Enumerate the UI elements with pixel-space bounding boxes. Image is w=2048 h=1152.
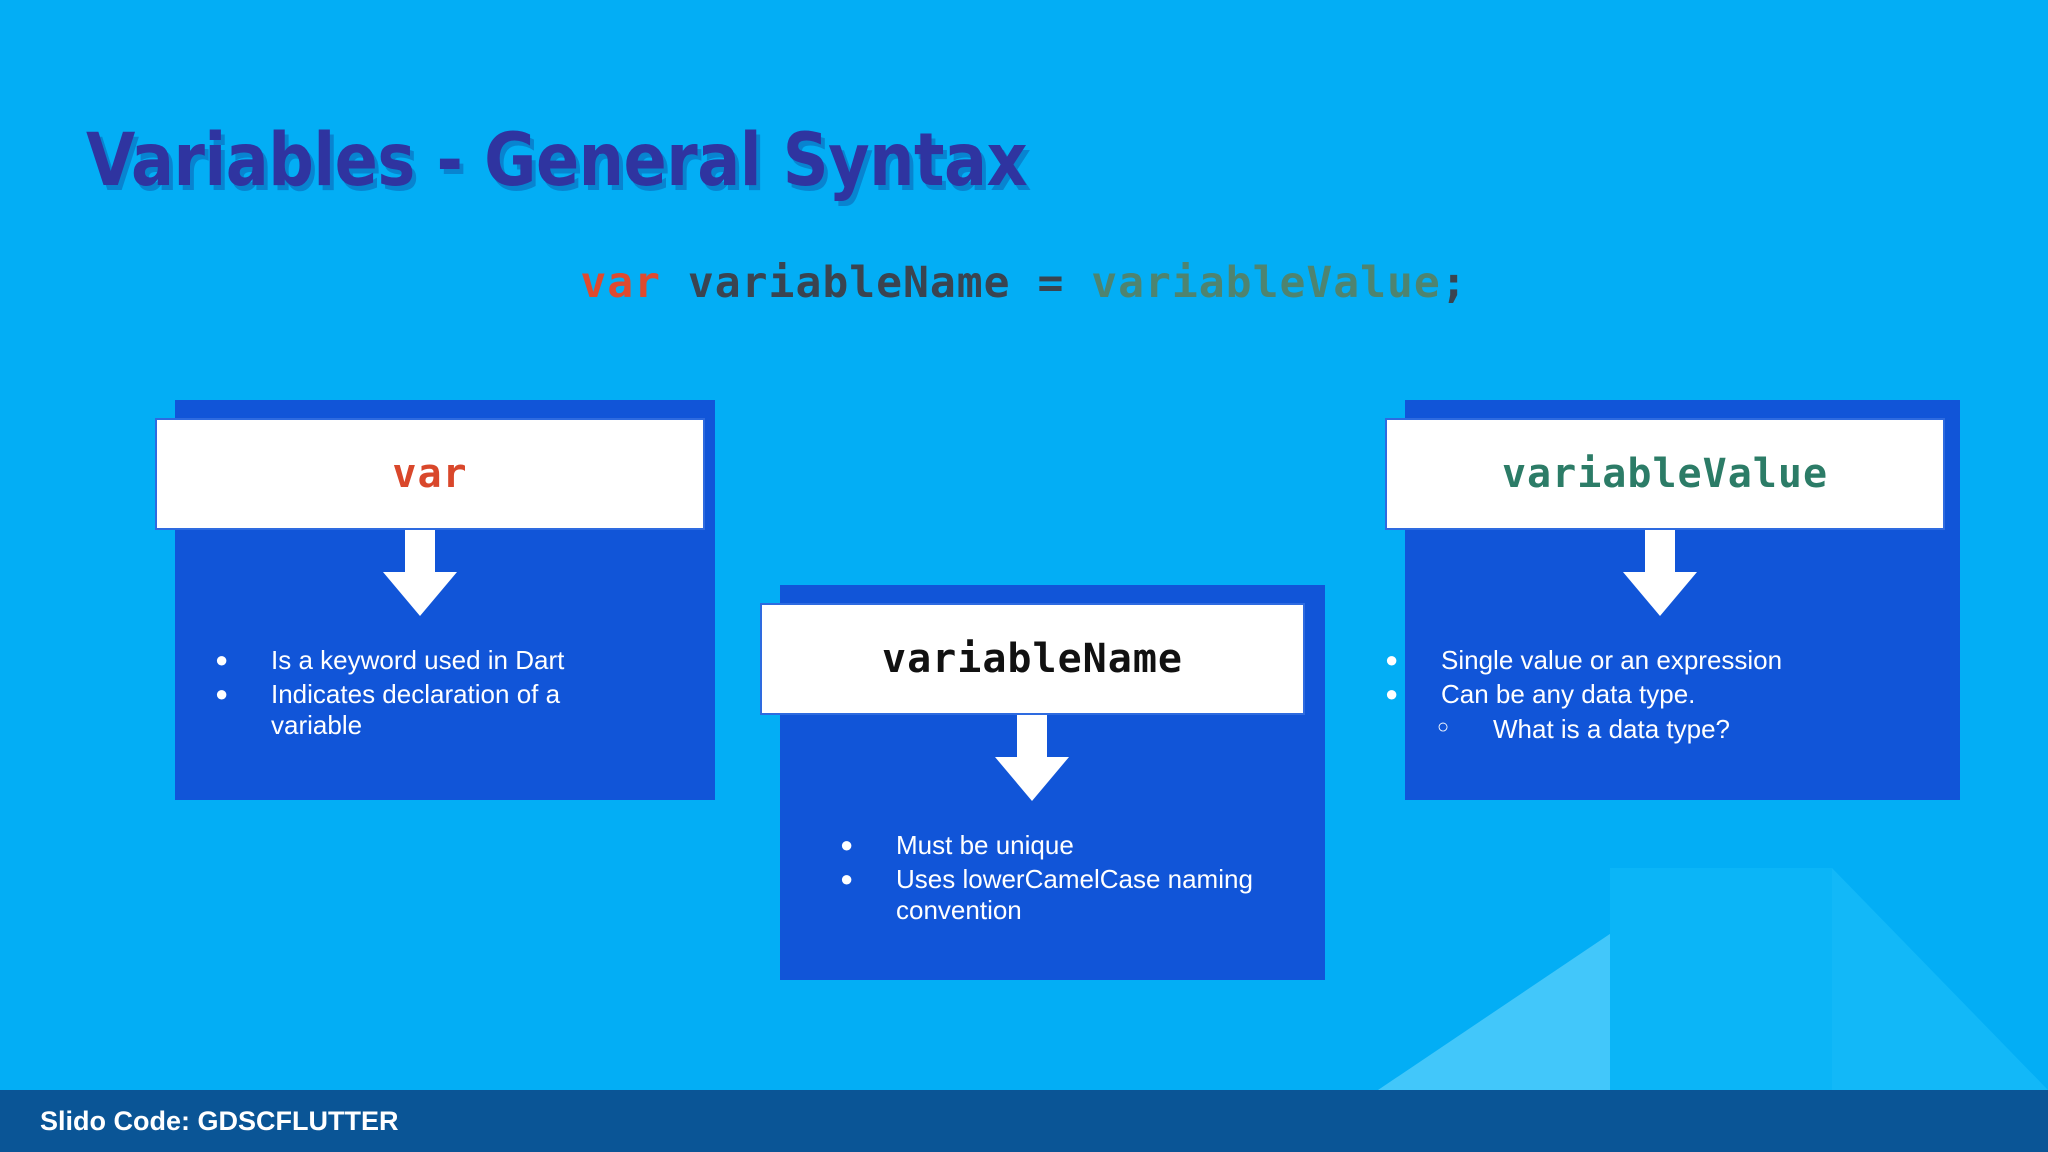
bullet-marker: ● bbox=[840, 832, 854, 857]
card-variable-value-bullet-list: ● Single value or an expression ● Can be… bbox=[1385, 645, 1940, 748]
bullet-text: Must be unique bbox=[896, 830, 1074, 860]
slido-code-label: Slido Code: GDSCFLUTTER bbox=[40, 1105, 399, 1136]
code-token-semicolon: ; bbox=[1440, 258, 1468, 308]
bullet-marker: ● bbox=[215, 681, 229, 707]
arrow-head bbox=[1623, 572, 1697, 616]
card-variable-name-arrow-icon bbox=[992, 715, 1072, 805]
card-variable-name: variableName ● Must be unique ● Uses low… bbox=[760, 585, 1325, 980]
bullet-text: What is a data type? bbox=[1493, 713, 1731, 744]
card-variable-name-bullet-list: ● Must be unique ● Uses lowerCamelCase n… bbox=[840, 830, 1280, 929]
list-item: ● Must be unique bbox=[840, 830, 1280, 860]
page-title: Variables - General Syntax bbox=[86, 118, 1028, 203]
list-item: ● Uses lowerCamelCase naming convention bbox=[840, 864, 1280, 925]
bullet-text: Indicates declaration of a variable bbox=[271, 679, 561, 740]
card-var-header-text: var bbox=[392, 451, 468, 497]
footer-bar: Slido Code: GDSCFLUTTER bbox=[0, 1090, 2048, 1152]
arrow-shaft bbox=[405, 530, 435, 578]
card-variable-name-header-text: variableName bbox=[882, 636, 1183, 682]
bullet-text: Is a keyword used in Dart bbox=[271, 645, 565, 675]
bullet-marker: ● bbox=[1385, 681, 1399, 707]
list-item: ● Single value or an expression bbox=[1385, 645, 1940, 675]
bullet-marker: ● bbox=[840, 866, 854, 892]
card-variable-name-header: variableName bbox=[760, 603, 1305, 715]
bullet-text: Uses lowerCamelCase naming convention bbox=[896, 864, 1253, 925]
bullet-marker: ● bbox=[1385, 647, 1399, 672]
syntax-code-line: var variableName = variableValue; bbox=[0, 258, 2048, 308]
card-variable-value-header: variableValue bbox=[1385, 418, 1945, 530]
code-token-value: variableValue bbox=[1091, 258, 1441, 308]
decorative-rectangle bbox=[1610, 868, 1832, 1090]
list-item-sub: ○ What is a data type? bbox=[1437, 714, 1940, 744]
card-var-header: var bbox=[155, 418, 705, 530]
list-item: ● Is a keyword used in Dart bbox=[215, 645, 645, 675]
card-variable-value: variableValue ● Single value or an expre… bbox=[1385, 400, 1965, 800]
bullet-marker-sub: ○ bbox=[1437, 715, 1450, 738]
card-var-bullet-list: ● Is a keyword used in Dart ● Indicates … bbox=[215, 645, 645, 744]
code-token-name: variableName bbox=[687, 258, 1011, 308]
card-variable-value-header-text: variableValue bbox=[1501, 451, 1829, 497]
list-item: ● Indicates declaration of a variable bbox=[215, 679, 645, 740]
arrow-head bbox=[383, 572, 457, 616]
arrow-shaft bbox=[1017, 715, 1047, 763]
arrow-head bbox=[995, 757, 1069, 801]
card-var-arrow-icon bbox=[380, 530, 460, 620]
bullet-text: Can be any data type. bbox=[1441, 679, 1696, 710]
decorative-triangle-left bbox=[1378, 868, 1708, 1090]
code-token-keyword: var bbox=[580, 258, 661, 308]
code-token-operator: = bbox=[1037, 258, 1065, 308]
card-variable-value-arrow-icon bbox=[1620, 530, 1700, 620]
bullet-marker: ● bbox=[215, 647, 229, 672]
card-var: var ● Is a keyword used in Dart ● Indica… bbox=[155, 400, 715, 800]
list-item: ● Can be any data type. bbox=[1385, 679, 1940, 709]
bullet-text: Single value or an expression bbox=[1441, 645, 1783, 675]
decorative-triangle-right bbox=[1832, 868, 2048, 1090]
arrow-shaft bbox=[1645, 530, 1675, 578]
